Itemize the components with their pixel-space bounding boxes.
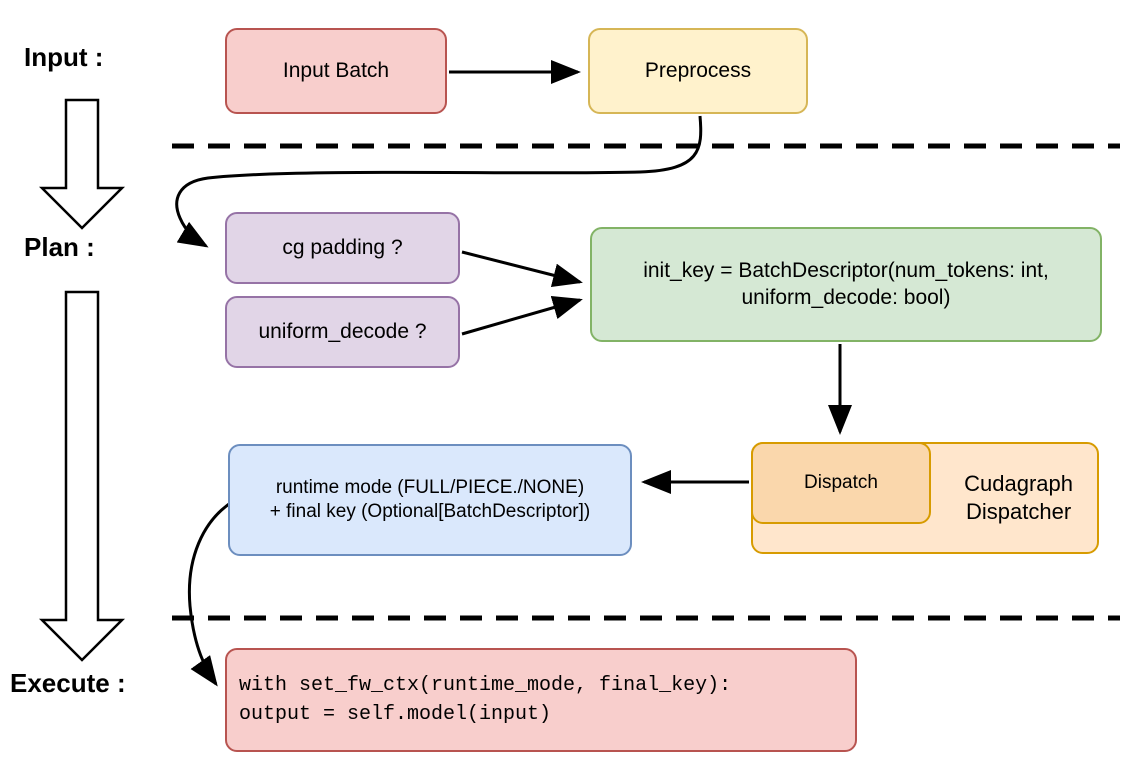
uniform-decode-to-init-key: [461, 295, 583, 336]
cg-padding-to-init-key: [461, 250, 583, 287]
node-preprocess[interactable]: Preprocess: [588, 28, 808, 114]
input-to-plan-arrow: [38, 98, 126, 230]
node-dispatch[interactable]: Dispatch: [751, 442, 931, 524]
node-input-batch[interactable]: Input Batch: [225, 28, 447, 114]
plan-to-execute-arrow: [38, 290, 126, 662]
node-uniform-decode[interactable]: uniform_decode ?: [225, 296, 460, 368]
node-cg-padding[interactable]: cg padding ?: [225, 212, 460, 284]
stage-label-input: Input :: [24, 42, 104, 72]
stage-label-plan: Plan :: [24, 232, 95, 262]
stage-label-execute: Execute :: [10, 668, 126, 698]
node-execute-code[interactable]: with set_fw_ctx(runtime_mode, final_key)…: [225, 648, 857, 752]
node-init-key[interactable]: init_key = BatchDescriptor(num_tokens: i…: [590, 227, 1102, 342]
node-runtime-mode[interactable]: runtime mode (FULL/PIECE./NONE) + final …: [228, 444, 632, 556]
